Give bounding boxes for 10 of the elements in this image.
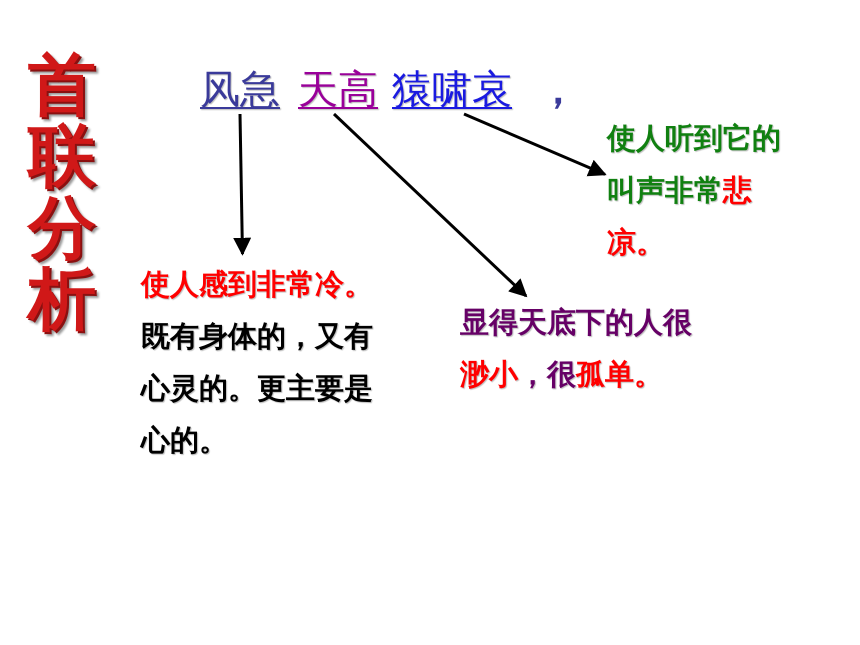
annotation-text: 使人听到它的叫声非常悲凉。 bbox=[607, 112, 807, 268]
punctuation-mark: ， bbox=[538, 66, 578, 114]
poem-phrase: 猿啸哀 bbox=[392, 66, 512, 114]
poem-phrase: 天高 bbox=[298, 66, 378, 114]
vertical-title: 首联分析 bbox=[28, 50, 96, 336]
annotation-text: 显得天底下的人很 渺小，很孤单。 bbox=[460, 296, 696, 400]
arrow bbox=[332, 112, 528, 298]
arrow bbox=[463, 112, 607, 176]
arrow bbox=[233, 114, 252, 256]
annotation-text: 使人感到非常冷。 既有身体的，又有心灵的。更主要是心的。 bbox=[141, 258, 377, 466]
